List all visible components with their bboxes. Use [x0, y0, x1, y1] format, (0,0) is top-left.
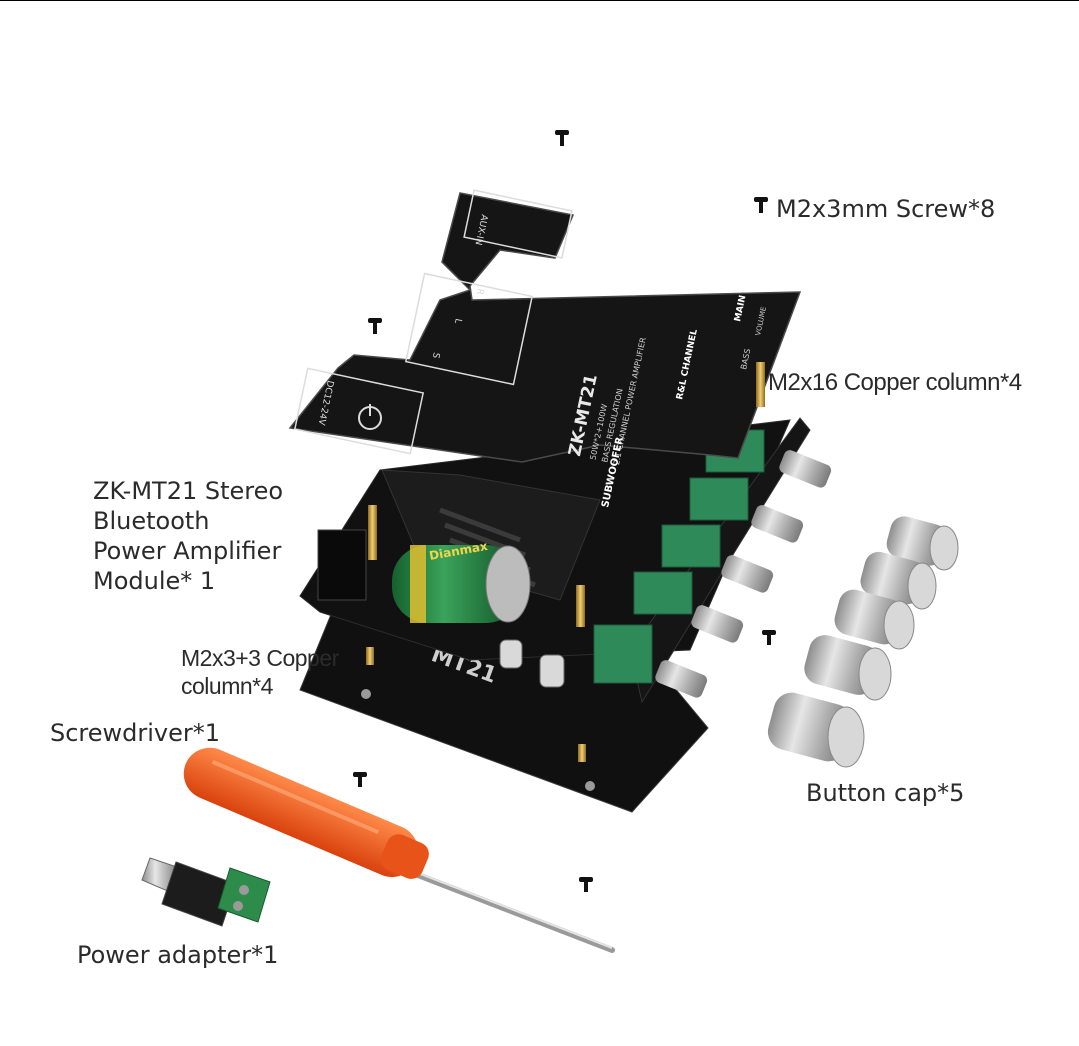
plate-hole: [585, 781, 595, 791]
button-cap-icon: [886, 516, 959, 571]
button-cap-icon: [804, 635, 892, 701]
button-caps: [767, 516, 959, 768]
module-label-line4: Module* 1: [93, 567, 216, 595]
screw-label: M2x3mm Screw*8: [776, 195, 996, 223]
electrolytic-capacitor: Dianmax: [392, 539, 531, 623]
screwdriver: [183, 747, 615, 953]
copper-column: [368, 505, 377, 560]
copper-column: [366, 647, 374, 665]
top-cover-plate: AUX-IN R L S DC12-24V ZK-MT21 50W*2+100W…: [288, 189, 802, 509]
copper-column-sample-icon: [756, 362, 765, 407]
copper-short-label-line1: M2x3+3 Copper: [181, 645, 339, 671]
screw-icon: [555, 130, 569, 146]
small-capacitors: [499, 639, 565, 688]
module-label-line2: Bluetooth: [93, 507, 210, 535]
screw-icon: [579, 877, 593, 892]
dc-jack: [317, 529, 367, 601]
top-border-line: [0, 0, 1079, 1]
speaker-s: S: [430, 351, 441, 359]
power-adapter-label: Power adapter*1: [77, 941, 279, 969]
knob-shafts: [655, 450, 832, 698]
copper-short-label-line2: column*4: [181, 673, 273, 699]
screw-icon: [754, 197, 768, 213]
speaker-l: L: [452, 317, 463, 324]
module-label-line1: ZK-MT21 Stereo: [93, 477, 284, 505]
copper-column: [578, 744, 586, 762]
plate-hole: [361, 689, 371, 699]
speaker-r: R: [474, 287, 485, 295]
module-label-line3: Power Amplifier: [93, 537, 282, 565]
copper-column: [576, 585, 585, 627]
button-cap-icon: [860, 551, 937, 610]
screws: [353, 130, 776, 892]
screwdriver-label: Screwdriver*1: [50, 719, 221, 747]
front-panel: [593, 417, 832, 704]
button-cap-label: Button cap*5: [806, 779, 965, 807]
bass-print: BASS: [739, 348, 752, 371]
screw-icon: [368, 318, 382, 334]
screw-icon: [353, 772, 367, 787]
power-adapter: [141, 857, 271, 927]
screw-icon: [762, 630, 776, 645]
copper-column-long-label: M2x16 Copper column*4: [768, 369, 1022, 396]
button-cap-icon: [767, 692, 865, 768]
short-copper-columns: [366, 647, 586, 762]
button-cap-icon: [834, 589, 915, 650]
